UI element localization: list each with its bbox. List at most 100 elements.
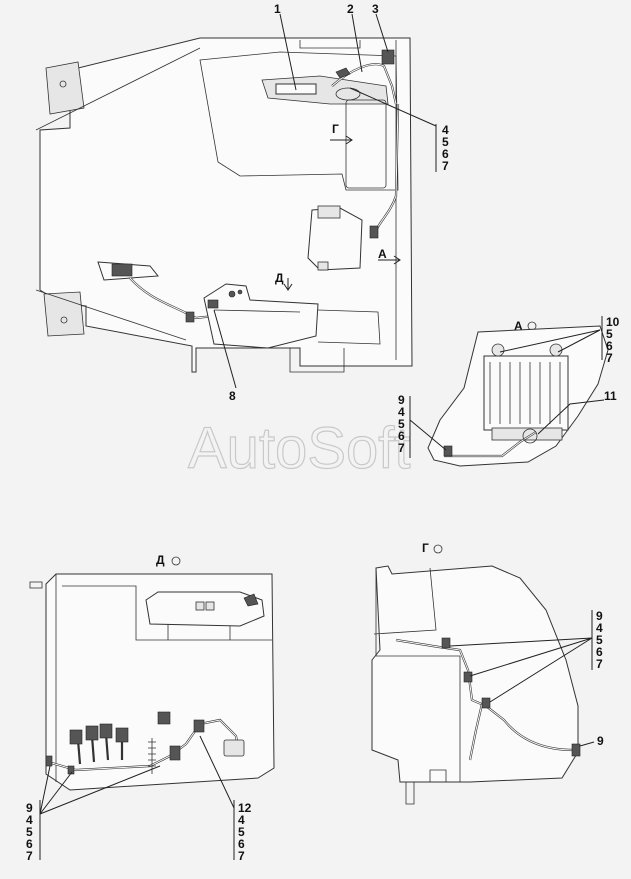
callout-1: 1 — [274, 2, 281, 16]
battery-base — [491, 427, 563, 441]
view-label-d-main: Д — [275, 271, 284, 285]
seat-console — [203, 283, 319, 349]
stack-view-a-left-4: 7 — [398, 441, 405, 455]
ground-strap-ticks — [148, 741, 156, 767]
view-label-a-main: А — [378, 247, 387, 261]
unit-top-cap — [317, 205, 341, 219]
floor-step — [317, 309, 381, 345]
callout-8: 8 — [229, 389, 236, 403]
left-connector — [185, 311, 195, 323]
view-g-window — [373, 567, 437, 635]
stack-view-d-right-1: 4 — [238, 813, 245, 827]
stack-view-a-0: 10 — [606, 315, 620, 329]
view-title-g: Г — [422, 541, 429, 555]
view-g: Г 9 4 5 6 7 9 — [371, 541, 604, 805]
callout-9: 9 — [597, 734, 604, 748]
view-marker-g — [433, 544, 443, 554]
stack-view-d-left-1: 4 — [26, 813, 33, 827]
battery-box — [483, 355, 569, 431]
stack-view-a-left-2: 5 — [398, 417, 405, 431]
cable-ring — [522, 428, 538, 444]
cab-outline — [39, 37, 413, 373]
connector-g — [193, 719, 205, 733]
callout-3: 3 — [372, 2, 379, 16]
stack-view-d-left-2: 5 — [26, 825, 33, 839]
mount-bracket-top — [45, 61, 85, 115]
switch-knob — [228, 290, 236, 298]
clip-g-2 — [463, 671, 473, 683]
socket — [223, 739, 245, 757]
switch-knob — [237, 289, 243, 295]
rear-connector — [369, 225, 379, 239]
connector-c — [99, 723, 113, 739]
view-g-panel — [375, 568, 461, 782]
stack-view-d-left-0: 9 — [26, 801, 33, 815]
leader-11 — [537, 399, 605, 435]
leader-9-d — [39, 765, 161, 815]
view-d: Д 9 4 5 6 7 12 — [26, 553, 275, 863]
relay-body — [111, 263, 133, 277]
view-arrow-g — [330, 135, 353, 145]
stack-view-a-1: 5 — [606, 327, 613, 341]
leader-9-a — [409, 419, 447, 451]
connector-tails — [76, 733, 124, 765]
stack-view-a-left-3: 6 — [398, 429, 405, 443]
stack-view-g-2: 5 — [596, 633, 603, 647]
clip-g-3 — [481, 697, 491, 709]
view-g-step — [429, 769, 447, 782]
connector-top — [335, 67, 351, 79]
connector-e — [157, 711, 171, 725]
mount-bracket-bottom — [43, 291, 85, 337]
roof-edge — [35, 47, 201, 131]
bolt-hole — [60, 316, 68, 324]
unit-foot — [317, 261, 329, 271]
connector-b — [85, 725, 99, 741]
leader-4-7 — [349, 87, 437, 127]
stack-view-d-right-2: 5 — [238, 825, 245, 839]
clip-g-1 — [441, 637, 451, 649]
terminal-2 — [549, 343, 563, 357]
leader-3 — [375, 13, 389, 53]
seat-connector — [243, 593, 259, 607]
seat-button-1 — [195, 601, 205, 611]
callout-11: 11 — [604, 389, 617, 403]
console-switch — [207, 299, 219, 309]
clip-g-4 — [571, 743, 581, 757]
console-line — [213, 309, 301, 313]
clip-d-1 — [45, 755, 53, 767]
leader-2 — [351, 13, 363, 73]
battery-ribs — [489, 362, 561, 424]
top-shelf — [261, 75, 389, 105]
stack-top-right-2: 6 — [442, 147, 449, 161]
view-label-g-main: Г — [332, 122, 339, 136]
leader-8 — [213, 309, 237, 389]
view-arrow-a — [378, 255, 401, 265]
floor-edge — [35, 289, 187, 341]
leader-1 — [279, 13, 297, 91]
side-window-panel — [199, 51, 399, 191]
main-view: Г А Д 1 2 3 4 5 6 7 8 — [35, 2, 449, 403]
seat-button-2 — [205, 601, 215, 611]
seat-legs — [167, 624, 231, 640]
leader-9-g-right — [579, 741, 595, 747]
stack-top-right-3: 7 — [442, 159, 449, 173]
stack-top-right-1: 5 — [442, 135, 449, 149]
bolt-hole — [59, 80, 67, 88]
stack-view-d-right-3: 6 — [238, 837, 245, 851]
leader-9-g — [449, 637, 593, 703]
stack-view-a-left-1: 4 — [398, 405, 405, 419]
cable-clip — [443, 445, 453, 457]
view-title-a: А — [514, 319, 523, 333]
stack-view-g-4: 7 — [596, 657, 603, 671]
stack-top-right-0: 4 — [442, 123, 449, 137]
leader-12 — [199, 735, 235, 809]
stack-view-d-left-3: 6 — [26, 837, 33, 851]
view-g-leg — [405, 782, 415, 805]
stack-view-a-2: 6 — [606, 339, 613, 353]
view-arrow-d — [283, 278, 293, 291]
view-title-d: Д — [156, 553, 165, 567]
view-a: А 10 5 6 7 11 9 4 5 6 7 — [398, 315, 620, 467]
terminal-1 — [491, 343, 505, 357]
stack-view-d-left-4: 7 — [26, 849, 33, 863]
